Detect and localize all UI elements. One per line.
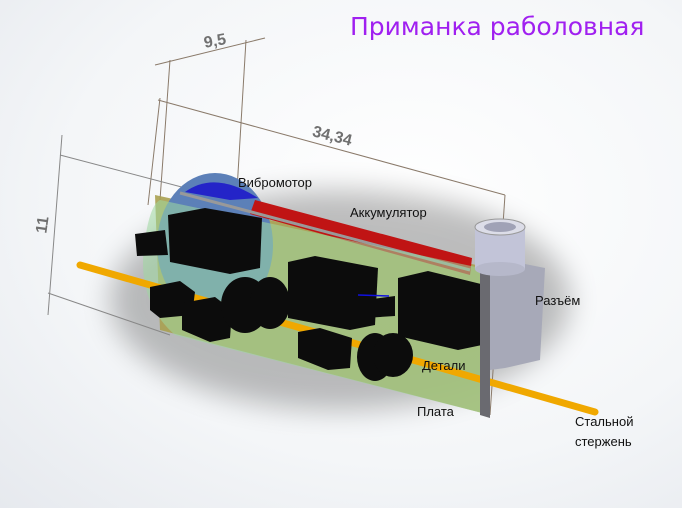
label-battery: Аккумулятор <box>350 205 427 220</box>
axis-marker <box>357 294 390 297</box>
connector <box>490 263 545 370</box>
board-end-plate <box>480 270 490 418</box>
dimension-height: 11 <box>33 215 53 235</box>
label-rod-line2: стержень <box>575 434 632 449</box>
label-board: Плата <box>417 404 454 419</box>
label-parts: Детали <box>422 358 466 373</box>
page-title: Приманка раболовная <box>350 12 645 41</box>
label-connector: Разъём <box>535 293 581 308</box>
dimension-width: 9,5 <box>202 31 228 52</box>
label-rod-line1: Стальной <box>575 414 634 429</box>
components <box>135 208 485 381</box>
vibromotor <box>185 182 258 200</box>
label-vibromotor: Вибромотор <box>238 175 312 190</box>
